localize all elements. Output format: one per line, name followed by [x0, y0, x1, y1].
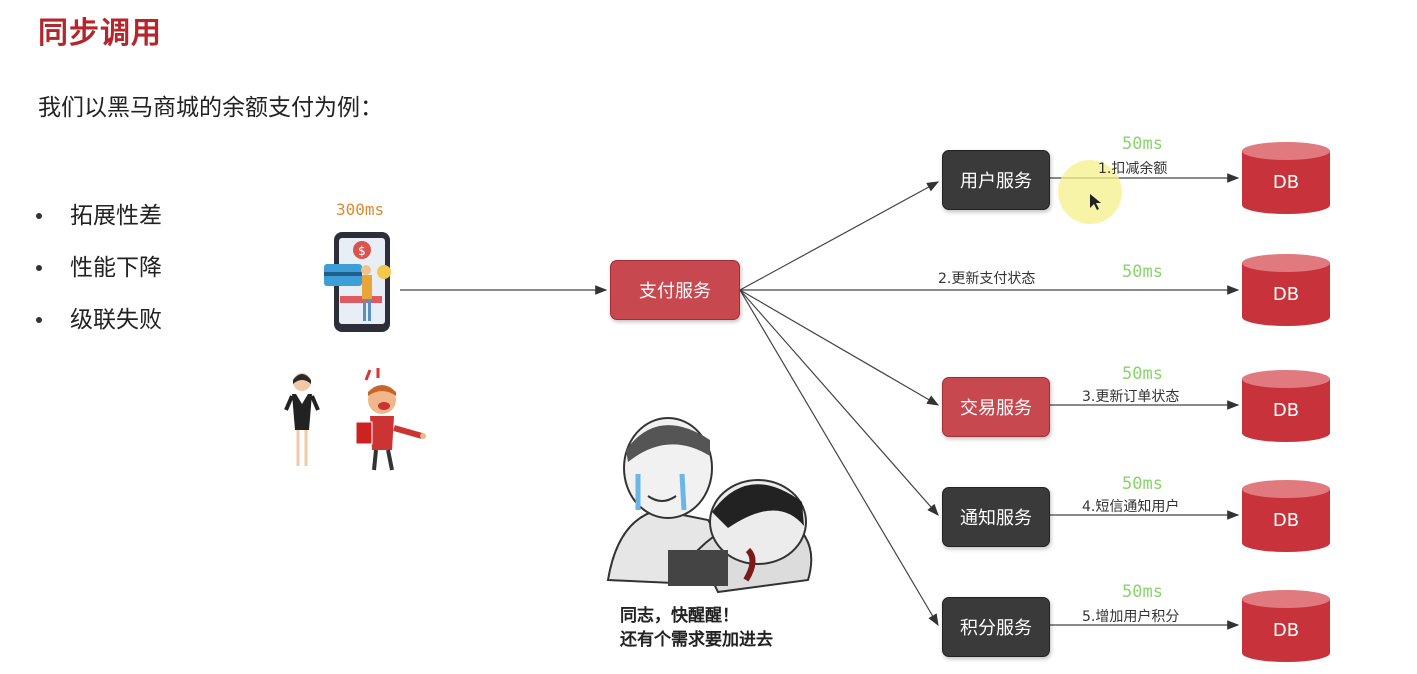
- phone-payment-icon: $: [324, 232, 391, 332]
- latency-label: 50ms: [1122, 364, 1163, 384]
- bullet-item: 级联失败: [36, 294, 162, 346]
- arrow-payment-to-trade: [739, 289, 940, 406]
- cursor-highlight: [1058, 160, 1122, 224]
- caption-line-2: 还有个需求要加进去: [620, 630, 773, 650]
- waiting-woman-icon: [284, 373, 320, 466]
- bullet-item: 性能下降: [36, 242, 162, 294]
- notify-service-box: 通知服务: [942, 487, 1050, 547]
- database-icon: [1242, 142, 1330, 214]
- trade-service-label: 交易服务: [960, 398, 1032, 419]
- svg-text:$: $: [358, 244, 366, 258]
- step-label: 1.扣减余额: [1098, 161, 1168, 177]
- points-service-label: 积分服务: [960, 618, 1032, 639]
- cursor-icon: [1090, 194, 1101, 210]
- meme-caption: 同志，快醒醒！ 还有个需求要加进去: [620, 604, 773, 652]
- database-icon: [1242, 254, 1330, 326]
- meme-illustration: [606, 417, 813, 594]
- db-cylinder: DB: [1242, 254, 1330, 326]
- arrow-payment-to-points: [739, 289, 939, 627]
- db-label: DB: [1272, 172, 1300, 193]
- client-latency: 300ms: [336, 200, 385, 219]
- bullet-dot: [36, 317, 42, 323]
- page-title: 同步调用: [38, 16, 162, 51]
- bullet-text: 级联失败: [70, 307, 162, 333]
- caption-line-1: 同志，快醒醒！: [620, 606, 739, 626]
- step-label: 3.更新订单状态: [1082, 389, 1180, 405]
- step-label: 5.增加用户积分: [1082, 609, 1180, 625]
- angry-boss-icon: [355, 368, 426, 471]
- database-icon: [1242, 480, 1330, 552]
- database-icon: [1242, 590, 1330, 662]
- bullet-dot: [36, 213, 42, 219]
- latency-label: 50ms: [1122, 474, 1163, 494]
- db-label: DB: [1272, 620, 1300, 641]
- latency-label: 50ms: [1122, 262, 1163, 282]
- bullet-list: 拓展性差 性能下降 级联失败: [36, 190, 162, 346]
- db-cylinder: DB: [1242, 590, 1330, 662]
- arrow-payment-to-notify: [739, 289, 939, 516]
- user-service-label: 用户服务: [960, 171, 1032, 192]
- db-label: DB: [1272, 400, 1300, 421]
- db-cylinder: DB: [1242, 480, 1330, 552]
- db-label: DB: [1272, 284, 1300, 305]
- intro-text: 我们以黑马商城的余额支付为例：: [38, 95, 383, 121]
- step-label: 2.更新支付状态: [938, 271, 1036, 287]
- bullet-text: 性能下降: [70, 255, 162, 281]
- points-service-box: 积分服务: [942, 597, 1050, 657]
- bullet-dot: [36, 265, 42, 271]
- bullet-item: 拓展性差: [36, 190, 162, 242]
- payment-service-label: 支付服务: [639, 281, 711, 302]
- bullet-text: 拓展性差: [70, 203, 162, 229]
- payment-service-box: 支付服务: [610, 260, 740, 320]
- latency-label: 50ms: [1122, 134, 1163, 154]
- db-cylinder: DB: [1242, 142, 1330, 214]
- trade-service-box: 交易服务: [942, 377, 1050, 437]
- user-service-box: 用户服务: [942, 150, 1050, 210]
- db-cylinder: DB: [1242, 370, 1330, 442]
- latency-label: 50ms: [1122, 582, 1163, 602]
- arrow-payment-to-user: [739, 181, 940, 291]
- db-label: DB: [1272, 510, 1300, 531]
- step-label: 4.短信通知用户: [1082, 499, 1180, 515]
- database-icon: [1242, 370, 1330, 442]
- notify-service-label: 通知服务: [960, 508, 1032, 529]
